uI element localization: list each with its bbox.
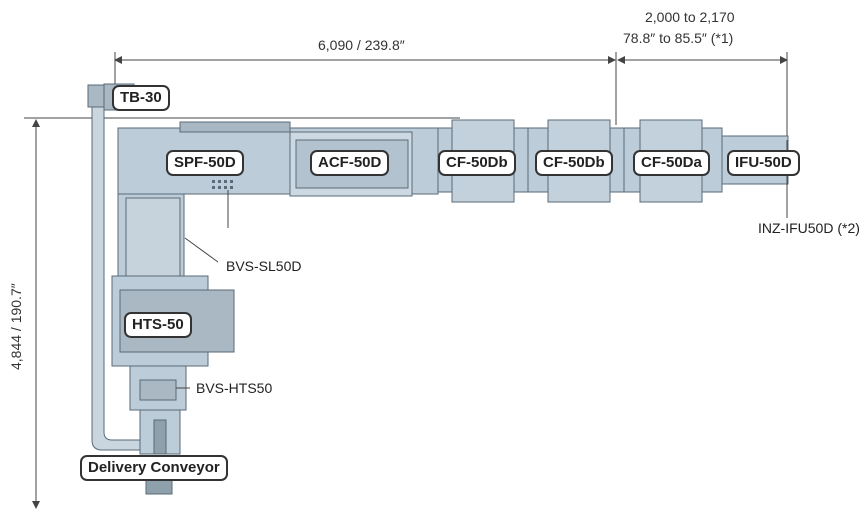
module-label-ifu-50d: IFU-50D bbox=[727, 150, 800, 176]
callout-bvs-hts50: BVS-HTS50 bbox=[196, 380, 273, 396]
module-label-delivery-conveyor: Delivery Conveyor bbox=[80, 455, 228, 481]
height-dimension: 4,844 / 190.7″ bbox=[8, 283, 24, 370]
module-label-cf-50db-2: CF-50Db bbox=[535, 150, 613, 176]
range-dimension-inches: 78.8″ to 85.5″ (*1) bbox=[623, 30, 734, 46]
module-label-acf-50d: ACF-50D bbox=[310, 150, 390, 176]
module-label-spf-50d: SPF-50D bbox=[166, 150, 244, 176]
top-length-dimension: 6,090 / 239.8″ bbox=[318, 37, 405, 53]
callout-inz-note: (*2) bbox=[833, 220, 860, 236]
panel-detail bbox=[212, 180, 233, 189]
module-label-hts-50: HTS-50 bbox=[124, 312, 192, 338]
range-dimension: 2,000 to 2,170 bbox=[645, 9, 735, 25]
module-label-cf-50db-1: CF-50Db bbox=[438, 150, 516, 176]
callout-inz-main: INZ-IFU50D bbox=[758, 220, 834, 236]
machine-body bbox=[87, 83, 789, 495]
callout-inz-ifu50d: INZ-IFU50D (*2) bbox=[758, 220, 860, 236]
callout-bvs-sl50d: BVS-SL50D bbox=[226, 258, 302, 274]
module-label-cf-50da: CF-50Da bbox=[633, 150, 710, 176]
module-label-tb-30: TB-30 bbox=[112, 85, 170, 111]
